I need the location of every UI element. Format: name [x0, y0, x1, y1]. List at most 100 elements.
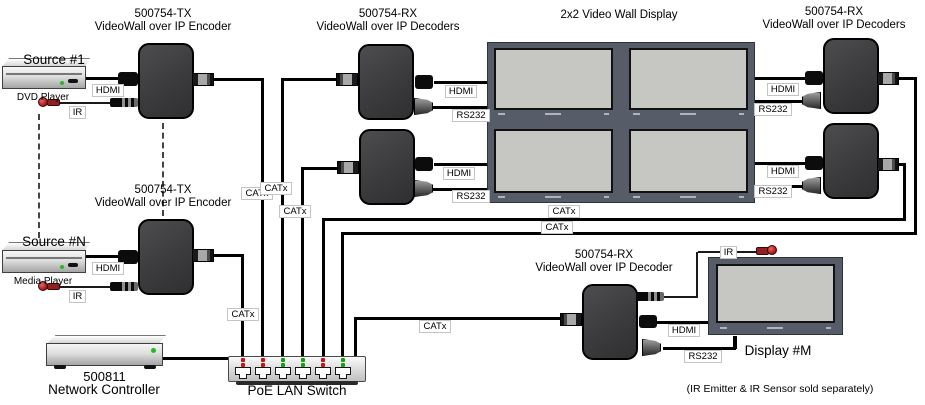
rj45-port	[319, 374, 327, 379]
catx-cable	[261, 78, 264, 356]
rj45-plug	[192, 249, 214, 262]
ir-emitter	[47, 99, 60, 106]
status-led	[151, 348, 156, 353]
catx-cable-label: CATx	[548, 205, 580, 218]
controller-model: 500811	[83, 369, 126, 384]
port-led	[261, 358, 265, 362]
encoder1-name: VideoWall over IP Encoder	[94, 21, 232, 33]
encoder2-unit	[138, 219, 194, 295]
bezel-mark	[739, 113, 744, 115]
port-led	[281, 363, 285, 367]
catx-cable	[899, 77, 917, 80]
bezel-mark	[739, 196, 744, 198]
catx-cable	[322, 218, 906, 221]
dvd-player-device	[2, 66, 86, 89]
bezel-mark	[633, 113, 640, 115]
video-wall-panel	[494, 48, 613, 110]
encoder2-model: 500754-TX	[134, 184, 192, 196]
ir-footnote: (IR Emitter & IR Sensor sold separately)	[686, 383, 874, 395]
bottom-decoder-name: VideoWall over IP Decoder	[535, 262, 673, 274]
hdmi-cable-label: HDMI	[767, 83, 799, 96]
continuation-dashed-line	[38, 114, 40, 238]
display-m-caption: Display #M	[744, 343, 812, 358]
controller-caption: Network Controller	[48, 382, 160, 397]
rs232-cable	[433, 106, 487, 109]
hdmi-cable	[85, 255, 118, 258]
port-led	[241, 358, 245, 362]
rs232-plug	[802, 92, 821, 109]
catx-cable	[354, 317, 357, 356]
bezel-mark	[604, 196, 609, 198]
switch-caption: PoE LAN Switch	[247, 383, 347, 398]
bezel-mark	[604, 113, 609, 115]
hdmi-plug	[415, 157, 433, 171]
video-wall-panel	[629, 129, 748, 193]
catx-cable-label: CATx	[227, 308, 259, 321]
encoder1-label: 500754-TX VideoWall over IP Encoder	[75, 8, 251, 34]
port-led	[321, 358, 325, 362]
rs232-cable	[663, 347, 736, 350]
ir-jack-plug	[110, 282, 138, 291]
bezel-mark	[767, 327, 783, 329]
right-decoders-model: 500754-RX	[804, 6, 864, 18]
front-slot	[6, 257, 82, 259]
hdmi-cable-label: HDMI	[445, 85, 477, 98]
hdmi-cable	[755, 162, 806, 165]
rj45-port	[259, 374, 267, 379]
port-led	[261, 363, 265, 367]
catx-cable	[354, 317, 563, 320]
ir-jack-plug	[636, 292, 664, 301]
ir-wire	[59, 102, 111, 104]
hdmi-plug	[805, 71, 823, 85]
device-foot	[54, 365, 66, 369]
ir-wire	[59, 286, 111, 288]
network-controller-device	[46, 335, 166, 344]
dvd-player-caption: DVD Player	[16, 92, 70, 103]
ir-cable-label: IR	[69, 106, 86, 119]
mid-decoder2-unit	[359, 129, 415, 205]
hdmi-plug	[415, 75, 433, 89]
port-led	[341, 363, 345, 367]
mid-decoder1-unit	[358, 44, 414, 120]
ir-wire	[696, 252, 698, 298]
mid-decoders-model: 500754-RX	[358, 8, 418, 20]
mid-decoders-name: VideoWall over IP Decoders	[316, 21, 460, 33]
hdmi-cable	[755, 77, 806, 80]
bezel-mark	[633, 196, 640, 198]
encoder1-unit	[138, 43, 194, 119]
hdmi-plug	[639, 315, 657, 328]
hdmi-cable-label: HDMI	[668, 324, 700, 337]
ir-wire	[664, 296, 697, 298]
rs232-plug	[802, 177, 821, 194]
port-led	[341, 358, 345, 362]
right-decoders-label: 500754-RX VideoWall over IP Decoders	[744, 6, 924, 32]
rj45-port	[239, 374, 247, 379]
hdmi-cable	[434, 81, 487, 84]
hdmi-cable	[434, 163, 487, 166]
catx-cable-label: CATx	[260, 182, 292, 195]
rs232-cable	[755, 100, 802, 103]
power-led	[60, 81, 64, 85]
ir-cable-label: IR	[69, 290, 86, 303]
bottom-decoder-label: 500754-RX VideoWall over IP Decoder	[516, 249, 692, 275]
bezel-mark	[545, 196, 561, 198]
media-player-caption: Media Player	[13, 276, 73, 287]
poe-switch-base	[236, 381, 358, 385]
encoder2-name: VideoWall over IP Encoder	[94, 197, 232, 209]
media-player-device	[2, 250, 86, 273]
rs232-plug	[642, 339, 661, 356]
hdmi-cable	[85, 77, 118, 80]
continuation-dashed-line	[162, 123, 164, 216]
network-controller-device	[46, 343, 163, 366]
rj45-plug	[192, 73, 214, 86]
bezel-mark	[680, 196, 696, 198]
bezel-mark	[498, 113, 505, 115]
encoder2-label: 500754-TX VideoWall over IP Encoder	[75, 184, 251, 210]
hdmi-plug	[118, 250, 138, 264]
mid-decoders-label: 500754-RX VideoWall over IP Decoders	[300, 8, 476, 34]
rs232-cable	[733, 336, 737, 349]
port-led	[301, 358, 305, 362]
catx-cable	[903, 163, 906, 221]
catx-cable	[341, 232, 917, 235]
rj45-port	[299, 374, 307, 379]
